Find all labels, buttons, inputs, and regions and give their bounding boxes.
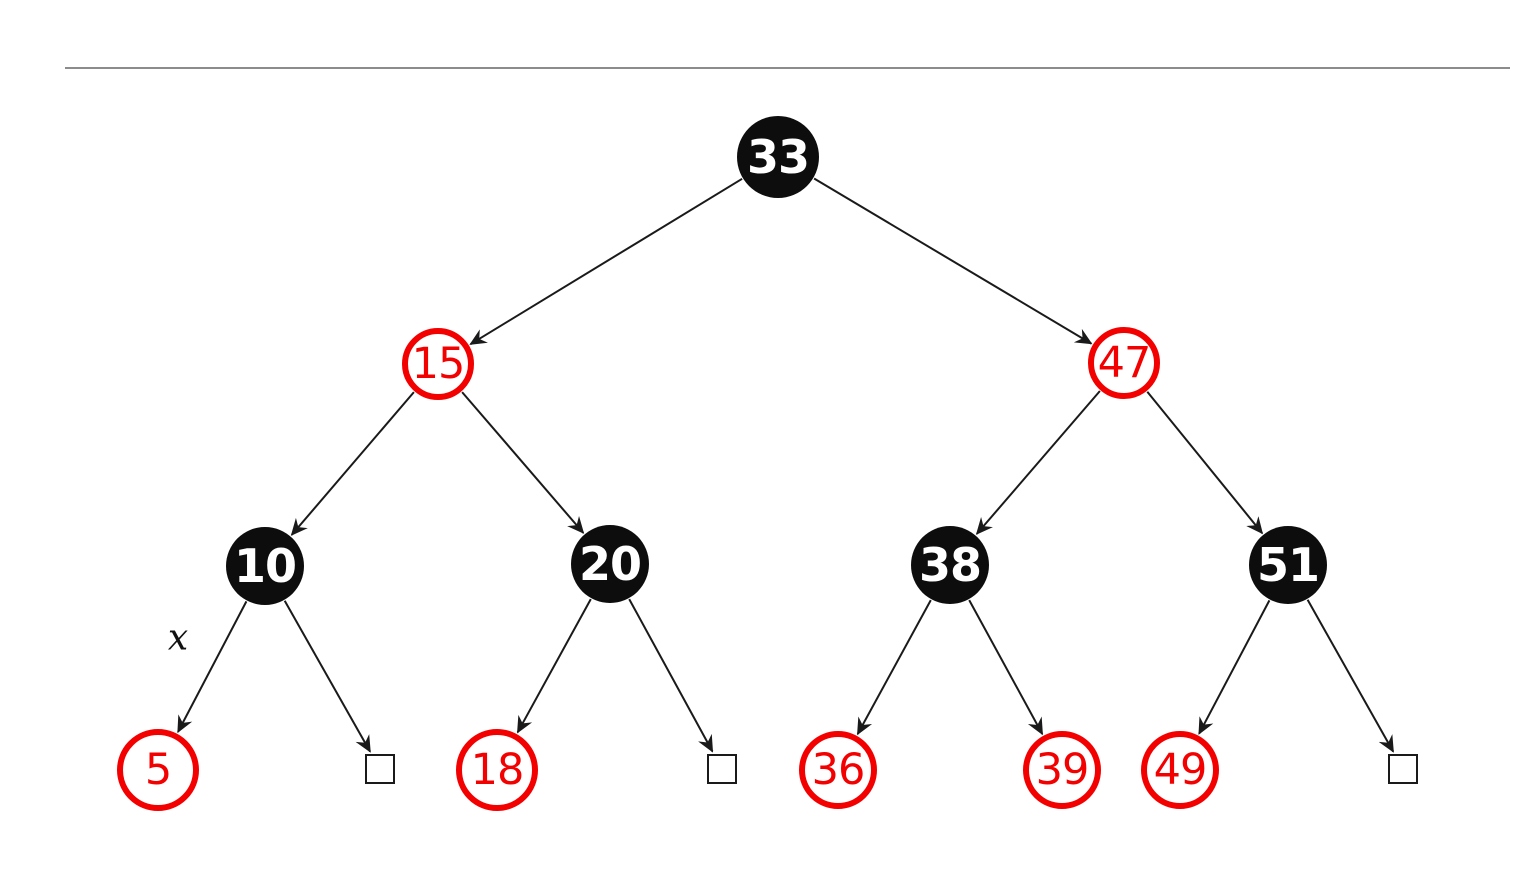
tree-edge-n47-n51 [1146,391,1264,535]
tree-node-33: 33 [737,116,819,198]
node-value: 38 [918,538,982,592]
tree-node-38: 38 [911,526,989,604]
tree-edge-n20-n18 [516,598,592,734]
tree-node-51: 51 [1249,526,1327,604]
tree-node-36: 36 [799,731,877,809]
tree-node-18: 18 [456,729,538,811]
nil-leaf-square [1388,754,1418,784]
nil-leaf-square [365,754,395,784]
nil-leaf-square [707,754,737,784]
tree-node-5: 5 [117,729,199,811]
tree-edge-n15-n20 [461,391,585,534]
tree-edge-n38-n36 [856,599,932,736]
tree-edge-n51-n49 [1198,599,1271,735]
edge-label-x: x [167,617,189,659]
tree-edge-n47-n38 [975,390,1101,535]
node-value: 49 [1153,744,1208,795]
tree-node-49: 49 [1141,731,1219,809]
node-value: 33 [746,130,810,184]
node-value: 15 [411,338,466,389]
tree-edge-n38-n39 [968,599,1044,736]
node-value: 5 [144,744,172,795]
node-value: 10 [233,539,297,593]
tree-node-20: 20 [571,525,649,603]
node-value: 39 [1035,744,1090,795]
tree-node-10: 10 [226,527,304,605]
tree-node-39: 39 [1023,731,1101,809]
tree-edge-n10-nil1 [283,600,371,753]
tree-edge-n15-n10 [290,391,415,536]
node-value: 36 [811,744,866,795]
node-value: 18 [470,744,525,795]
node-value: 51 [1256,538,1320,592]
tree-edge-n33-n47 [813,177,1093,345]
top-horizontal-rule [65,67,1510,69]
tree-edge-n51-nil3 [1306,599,1395,753]
tree-edge-n20-nil2 [628,598,714,753]
tree-edge-n33-n15 [469,177,743,346]
tree-edge-n10-n5 [177,600,248,734]
tree-node-47: 47 [1088,327,1160,399]
node-value: 20 [578,537,642,591]
tree-node-15: 15 [402,328,474,400]
node-value: 47 [1097,337,1152,388]
